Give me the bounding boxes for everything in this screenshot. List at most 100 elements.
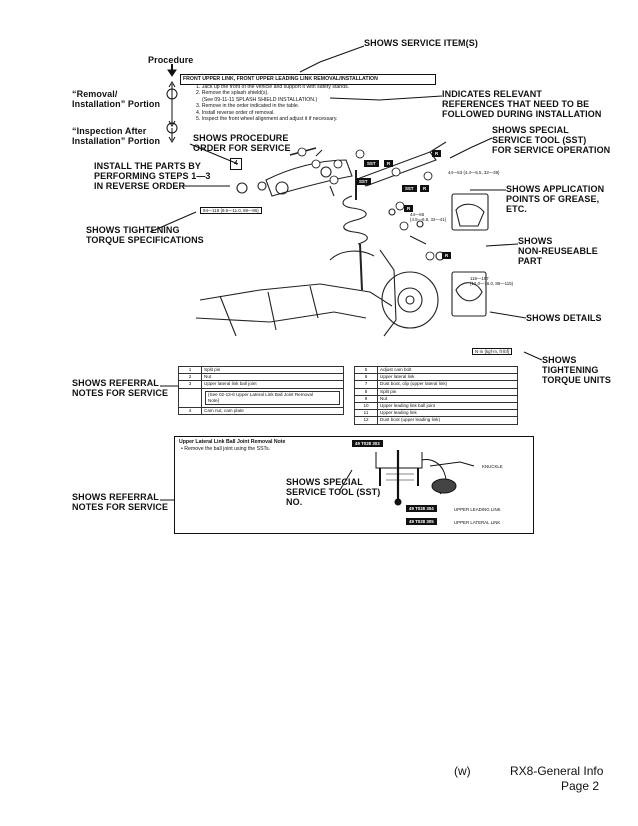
table-cell: Adjust cam bolt	[377, 365, 518, 375]
hub	[397, 287, 423, 313]
callout-referral-notes-2: SHOWS REFERRAL NOTES FOR SERVICE	[72, 492, 169, 512]
leader-nonreuse	[485, 243, 519, 247]
callout-inspection-after: “Inspection After Installation” Portion	[72, 126, 161, 146]
table-cell: 6	[354, 373, 378, 382]
table-cell: Upper lateral link	[377, 373, 518, 382]
r-tag-3: R	[404, 205, 414, 212]
tool-spring	[386, 473, 414, 481]
leader-sst-number	[339, 469, 353, 491]
callout-num	[425, 251, 435, 261]
sst-number-top: 49 T028 303	[352, 440, 383, 447]
table-cell: Split pin	[377, 387, 518, 396]
table-cell: 8	[354, 387, 378, 396]
procedure-step: 2. Remove the splash shield(s).	[196, 90, 269, 97]
ball-joint	[431, 478, 457, 494]
table-cell: Cam nut, cam plate	[201, 407, 344, 416]
table-cell: 2	[178, 373, 202, 382]
table-cell: 11	[354, 409, 378, 418]
table-cell: 12	[354, 416, 378, 425]
procedure-step: 1. Jack up the front of the vehicle and …	[196, 84, 350, 90]
note-bullet: • Remove the ball joint using the SSTs.	[181, 446, 271, 452]
subframe-lower	[195, 311, 367, 323]
callout-num	[399, 221, 409, 231]
procedure-title: FRONT UPPER LINK, FRONT UPPER LEADING LI…	[183, 76, 378, 82]
torque-spec-left: 94—118 {9.6—11.0, 69—86}	[200, 207, 262, 214]
table-row: Note)	[178, 397, 344, 409]
callout-application-points: SHOWS APPLICATION POINTS OF GREASE, ETC.	[506, 184, 605, 214]
footer-page: Page 2	[561, 779, 600, 793]
nut-a	[388, 208, 396, 216]
torque-spec-top: 44—53 {4.4—5.5, 32—39}	[448, 170, 500, 175]
procedure-step: 5. Inspect the front wheel alignment and…	[196, 116, 338, 123]
table-cell: 5	[354, 365, 378, 375]
callout-torque-units: SHOWS TIGHTENING TORQUE UNITS	[542, 355, 612, 385]
bushing-1	[275, 181, 289, 195]
callout-special-service-tool: SHOWS SPECIAL SERVICE TOOL (SST) FOR SER…	[492, 125, 611, 155]
callout-referral-notes-1: SHOWS REFERRAL NOTES FOR SERVICE	[72, 378, 169, 398]
leader-relevant-refs	[329, 95, 443, 101]
ref-note-line-2: Note)	[205, 397, 340, 406]
table-cell: Upper leading link ball joint	[377, 402, 518, 411]
removal-bracket-arrow-down	[168, 120, 176, 127]
leader-sst	[449, 137, 493, 159]
inspection-bracket-arrow	[168, 136, 176, 143]
subframe-members	[219, 285, 319, 337]
callout-procedure-order: SHOWS PROCEDURE ORDER FOR SERVICE	[193, 133, 291, 153]
knuckle-leader	[429, 461, 475, 467]
knuckle	[379, 249, 397, 337]
callout-num	[329, 175, 339, 185]
callout-num	[311, 159, 321, 169]
hub-center	[405, 295, 415, 305]
note-title: Upper Lateral Link Ball Joint Removal No…	[179, 439, 286, 445]
torque-spec-mid: 44—66 {4.5—6.8, 32—41}	[410, 212, 447, 222]
callout-num	[333, 159, 343, 169]
procedure-step: (See 09-11-11 SPLASH SHIELD INSTALLATION…	[202, 96, 318, 103]
coil-spring	[342, 195, 368, 245]
torque-units-box: N·m {kgf·m, ft·lbf}	[472, 348, 513, 355]
table-cell: Note)	[201, 397, 344, 409]
r-tag-4: R	[442, 252, 452, 259]
callout-removal-installation: “Removal/ Installation” Portion	[72, 89, 161, 109]
step-circle-1	[166, 88, 178, 100]
sst-number-bottom: 49 T028 305	[406, 518, 437, 525]
knuckle-label: KNUCKLE	[482, 464, 503, 469]
table-cell: Split pin	[201, 365, 344, 375]
leader-service-items	[299, 45, 365, 73]
split-pin-a	[315, 149, 335, 197]
table-cell: 4	[178, 407, 202, 416]
bushing-2	[320, 166, 332, 178]
callout-num	[395, 201, 405, 211]
table-cell: (See 02-13-6 Upper Lateral Link Ball Joi…	[201, 387, 344, 398]
callout-sst-number: SHOWS SPECIAL SERVICE TOOL (SST) NO.	[286, 477, 381, 507]
removal-bracket-arrow	[168, 81, 176, 88]
callout-num	[423, 171, 433, 181]
upper-lateral-link	[265, 159, 353, 197]
sst-tag-2: SST	[356, 178, 371, 185]
nut-b	[416, 220, 424, 228]
sst-tag-1: SST	[364, 160, 379, 167]
table-cell	[178, 397, 202, 409]
ref-note-line-1: (See 02-13-6 Upper Lateral Link Ball Joi…	[205, 390, 340, 398]
procedure-step: 4. Install reverse order of removal.	[196, 109, 275, 116]
table-cell: Nut	[201, 373, 344, 382]
detail-part	[455, 282, 483, 302]
brake-rotor	[381, 271, 439, 329]
callout-relevant-references: INDICATES RELEVANT REFERENCES THAT NEED …	[442, 89, 602, 119]
step-circle-2	[166, 122, 178, 134]
callout-install-parts: INSTALL THE PARTS BY PERFORMING STEPS 1—…	[94, 161, 211, 191]
procedure-steps: 1. Jack up the front of the vehicle and …	[196, 84, 436, 122]
